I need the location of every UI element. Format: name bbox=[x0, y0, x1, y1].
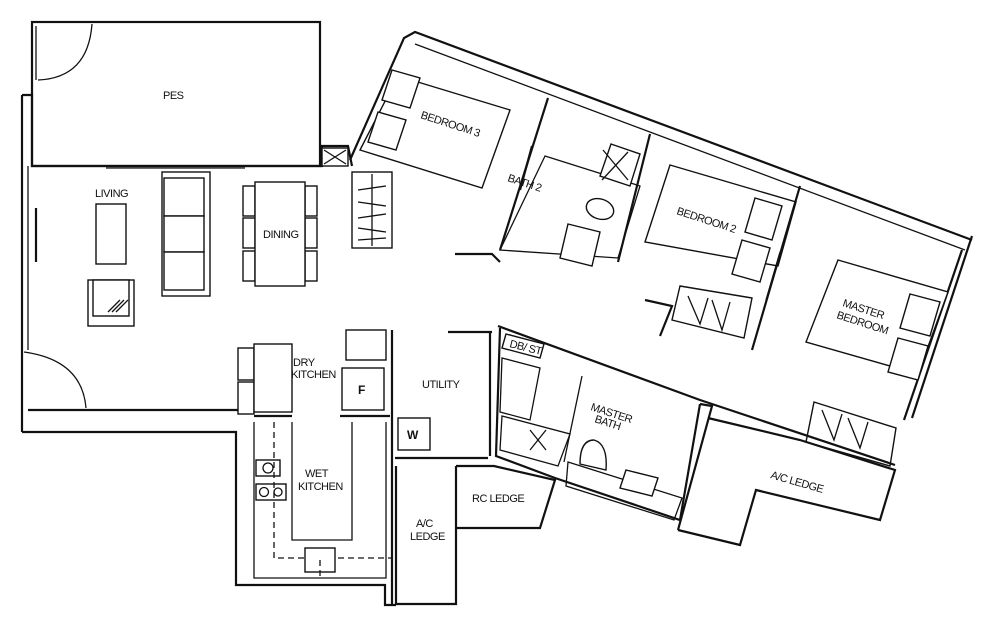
pes-area: PES bbox=[30, 20, 322, 168]
living-furniture: LIVING bbox=[87, 171, 211, 327]
living-dining-area bbox=[20, 93, 396, 607]
wardrobe bbox=[671, 285, 753, 339]
room-label-ac-ledge-large: A/C LEDGE bbox=[769, 469, 825, 496]
shoe-cabinet bbox=[351, 171, 393, 249]
room-label-wet-kitchen: WET bbox=[305, 468, 329, 480]
svg-text:KITCHEN: KITCHEN bbox=[291, 369, 336, 381]
ledges: A/C LEDGE RC LEDGE bbox=[394, 464, 557, 606]
room-label-ac-ledge-small: A/C bbox=[416, 518, 433, 530]
dbst-box bbox=[501, 333, 545, 359]
basin-icon bbox=[619, 469, 659, 497]
room-label-living: LIVING bbox=[95, 188, 128, 200]
bedroom3: BEDROOM 3 bbox=[358, 69, 550, 263]
room-label-dining: DINING bbox=[263, 229, 299, 241]
kitchen: F DRY KITCHEN WET KITCHEN bbox=[237, 329, 392, 579]
master-bath: DB/ ST MASTER BATH bbox=[494, 327, 702, 522]
washer bbox=[397, 417, 431, 451]
room-label-utility: UTILITY bbox=[422, 379, 461, 391]
toilet-icon bbox=[579, 439, 607, 471]
room-label-dry-kitchen: DRY bbox=[293, 357, 316, 369]
room-label-rc-ledge: RC LEDGE bbox=[472, 493, 524, 505]
svg-text:KITCHEN: KITCHEN bbox=[298, 481, 343, 493]
room-label-pes: PES bbox=[163, 90, 184, 102]
toilet-icon bbox=[585, 197, 615, 221]
utility: UTILITY W bbox=[390, 330, 492, 605]
fridge bbox=[341, 367, 385, 411]
master-bedroom: MASTER BEDROOM bbox=[805, 259, 949, 467]
svg-text:LEDGE: LEDGE bbox=[410, 531, 445, 543]
bedroom-wing: BEDROOM 3 BATH 2 BEDROOM 2 bbox=[348, 30, 974, 467]
bedroom2: BEDROOM 2 bbox=[644, 164, 802, 351]
door-swing-icon bbox=[37, 23, 93, 81]
dining-table: DINING bbox=[242, 181, 318, 287]
coffee-table bbox=[95, 203, 127, 265]
entrance-door-swing-icon bbox=[23, 351, 87, 409]
fridge-label: F bbox=[358, 383, 365, 397]
washer-label: W bbox=[407, 428, 419, 442]
wardrobe bbox=[805, 401, 897, 467]
bath2: BATH 2 bbox=[498, 133, 652, 267]
